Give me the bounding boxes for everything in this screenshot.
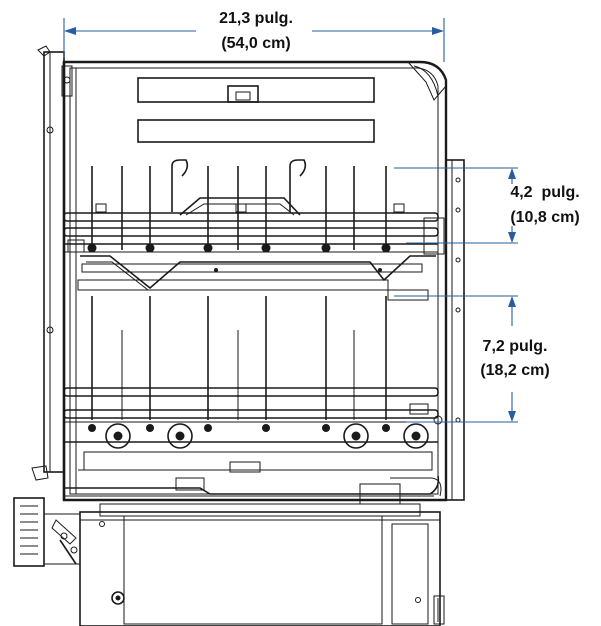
upper-rack-dimension-cm: (10,8 cm) <box>510 209 579 226</box>
dishwasher-body <box>31 45 465 502</box>
lower-rack-wheels <box>105 423 429 449</box>
top-panels <box>137 77 375 143</box>
width-dimension-line <box>63 18 445 62</box>
upper-rack-dimension-label: 4,2 pulg. (10,8 cm) <box>510 184 579 226</box>
width-dimension-inches: 21,3 pulg. <box>219 10 293 27</box>
lower-rack-dimension-line <box>394 295 518 423</box>
base-assembly <box>13 475 445 626</box>
upper-rack-dimension-inches: 4,2 pulg. <box>510 184 579 201</box>
lower-rack <box>63 279 443 473</box>
lower-rack-dimension-label: 7,2 pulg. (18,2 cm) <box>480 338 549 379</box>
lower-rack-screws <box>88 424 390 432</box>
upper-rack-dimension-line <box>394 167 518 244</box>
width-dimension-label: 21,3 pulg. (54,0 cm) <box>219 10 293 52</box>
upper-rack <box>63 159 445 291</box>
width-dimension-cm: (54,0 cm) <box>221 35 290 52</box>
upper-rack-wheels <box>87 243 391 272</box>
lower-rack-dimension-inches: 7,2 pulg. <box>483 338 548 355</box>
lower-rack-dimension-cm: (18,2 cm) <box>480 362 549 379</box>
